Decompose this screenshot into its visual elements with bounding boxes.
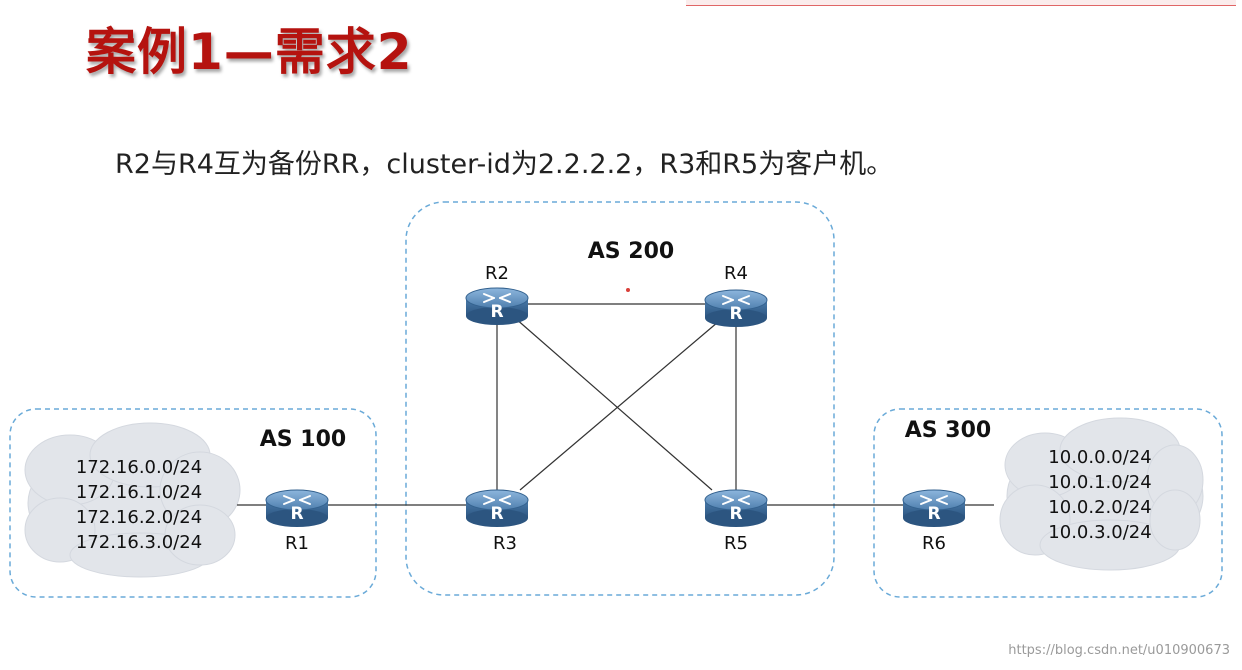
cursor-dot	[626, 288, 630, 292]
as300-boundary	[873, 408, 1223, 598]
router-r5-icon	[704, 489, 768, 528]
as200-label: AS 200	[588, 239, 674, 264]
left-network-prefix: 172.16.1.0/24	[76, 482, 202, 503]
slide-title: 案例1—需求2	[86, 23, 413, 81]
left-network-cloud	[24, 422, 241, 578]
as200-boundary	[405, 201, 835, 596]
right-network-prefix: 10.0.0.0/24	[1048, 447, 1151, 468]
router-r4-icon	[704, 289, 768, 328]
top-toolbar-strip	[686, 0, 1236, 6]
left-network-prefix: 172.16.2.0/24	[76, 507, 202, 528]
link-r2-r5	[514, 317, 713, 491]
router-r3-icon	[465, 489, 529, 528]
router-label-r3: R3	[493, 533, 517, 554]
as100-boundary	[9, 408, 377, 598]
links	[237, 303, 994, 506]
router-label-r6: R6	[922, 533, 946, 554]
router-label-r4: R4	[724, 263, 748, 284]
right-network-prefix: 10.0.1.0/24	[1048, 472, 1151, 493]
left-network-prefix: 172.16.0.0/24	[76, 457, 202, 478]
requirement-text: R2与R4互为备份RR，cluster-id为2.2.2.2，R3和R5为客户机…	[115, 149, 894, 180]
right-network-prefix: 10.0.3.0/24	[1048, 522, 1151, 543]
router-r2-icon	[465, 287, 529, 326]
as300-label: AS 300	[905, 418, 991, 443]
router-label-r1: R1	[285, 533, 309, 554]
router-r1-icon	[265, 489, 329, 528]
link-r4-r3	[519, 321, 719, 491]
watermark-url: https://blog.csdn.net/u010900673	[1008, 643, 1230, 658]
router-label-r5: R5	[724, 533, 748, 554]
router-label-r2: R2	[485, 263, 509, 284]
as100-label: AS 100	[260, 427, 346, 452]
router-r6-icon	[902, 489, 966, 528]
right-network-cloud	[999, 417, 1204, 571]
left-network-prefix: 172.16.3.0/24	[76, 532, 202, 553]
right-network-prefix: 10.0.2.0/24	[1048, 497, 1151, 518]
